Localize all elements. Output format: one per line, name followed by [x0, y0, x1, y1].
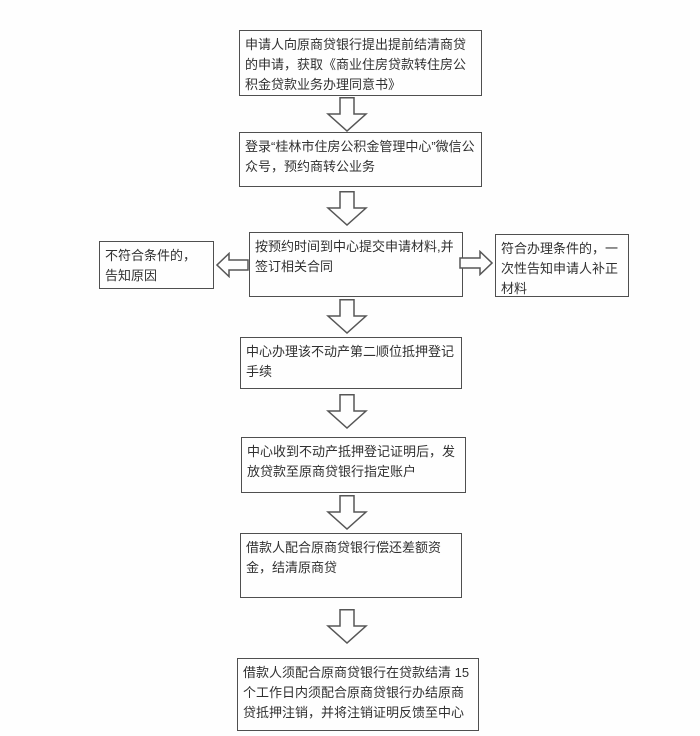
down-arrow-icon	[325, 394, 369, 429]
flow-node-cancel: 借款人须配合原商贷银行在贷款结清 15 个工作日内须配合原商贷银行办结原商贷抵押…	[237, 658, 479, 731]
flow-node-apply: 申请人向原商贷银行提出提前结清商贷的申请，获取《商业住房贷款转住房公积金贷款业务…	[239, 30, 482, 96]
flow-node-repay: 借款人配合原商贷银行偿还差额资金，结清原商贷	[240, 533, 462, 598]
down-arrow-icon	[325, 97, 369, 132]
down-arrow-icon	[325, 191, 369, 226]
flow-node-mortgage: 中心办理该不动产第二顺位抵押登记手续	[240, 337, 462, 389]
flow-node-notify: 符合办理条件的，一次性告知申请人补正材料	[495, 234, 629, 297]
down-arrow-icon	[325, 495, 369, 530]
flow-node-login: 登录“桂林市住房公积金管理中心”微信公众号，预约商转公业务	[239, 132, 482, 187]
flow-node-reject: 不符合条件的，告知原因	[99, 241, 214, 289]
left-arrow-icon	[216, 252, 249, 278]
down-arrow-icon	[325, 299, 369, 334]
flow-node-disburse: 中心收到不动产抵押登记证明后，发放贷款至原商贷银行指定账户	[241, 437, 466, 493]
down-arrow-icon	[325, 609, 369, 644]
flow-node-submit: 按预约时间到中心提交申请材料,并签订相关合同	[249, 232, 463, 297]
right-arrow-icon	[459, 250, 493, 276]
